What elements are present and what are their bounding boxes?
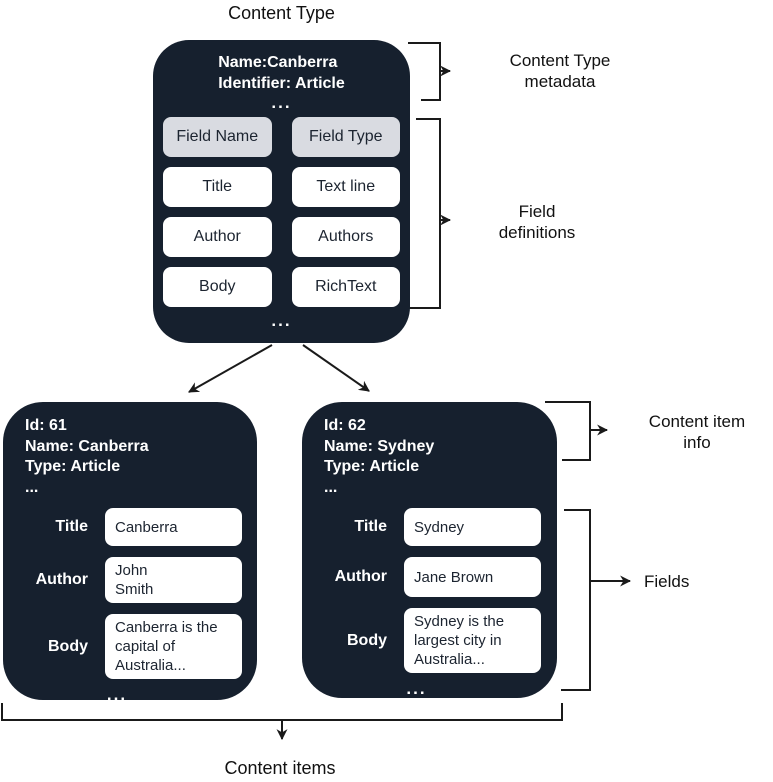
content-item-info: Id: 62 Name: Sydney Type: Article ... [324, 417, 435, 496]
field-row: Title Canberra [3, 508, 257, 546]
arrow-to-content-item-1 [188, 344, 273, 393]
field-value: Sydney is the largest city in Australia.… [404, 608, 541, 673]
content-item-box-1: Id: 61 Name: Canberra Type: Article ... … [3, 402, 257, 704]
content-type-metadata: Name:Canberra Identifier: Article [218, 54, 345, 92]
content-type-box: Name:Canberra Identifier: Article ... Fi… [153, 40, 410, 343]
field-row: Body Sydney is the largest city in Austr… [302, 608, 557, 673]
field-row: Title Sydney [302, 508, 557, 546]
field-label: Title [55, 518, 88, 535]
label-content-type-metadata: Content Type metadata [509, 51, 611, 91]
field-chip: Title [163, 167, 272, 207]
ellipsis: ... [271, 311, 292, 330]
field-chip: Authors [291, 217, 400, 257]
content-item-fields: Title Canberra Author John Smith Body Ca… [3, 508, 257, 679]
field-table-header-name: Field Name [163, 117, 272, 157]
bracket-content-items [1, 703, 563, 721]
field-row: Author John Smith [3, 557, 257, 603]
ellipsis: ... [271, 93, 292, 112]
label-fields: Fields [644, 572, 690, 591]
field-value: John Smith [105, 557, 242, 603]
label-field-definitions: Field definitions [498, 202, 576, 242]
field-label: Body [347, 631, 387, 649]
field-table-header-type: Field Type [291, 117, 400, 157]
ellipsis: ... [406, 679, 427, 698]
field-chip: Author [163, 217, 272, 257]
ellipsis: ... [106, 685, 128, 704]
label-content-item-info: Content item info [648, 412, 746, 452]
field-value: Canberra is the capital of Australia... [105, 614, 242, 679]
diagram-title: Content Type [228, 3, 335, 23]
field-label: Author [35, 571, 88, 588]
bracket-field-definitions [409, 118, 441, 309]
content-item-fields: Title Sydney Author Jane Brown Body Sydn… [302, 508, 557, 673]
field-value: Jane Brown [404, 557, 541, 597]
bracket-fields [561, 509, 591, 691]
field-chip: Text line [291, 167, 400, 207]
field-value: Sydney [404, 508, 541, 546]
field-value: Canberra [105, 508, 242, 546]
field-definitions-table: Field Name Field Type Title Text line Au… [153, 117, 410, 307]
field-row: Body Canberra is the capital of Australi… [3, 614, 257, 679]
field-label: Title [354, 518, 387, 535]
arrow-to-content-item-2 [302, 344, 370, 392]
content-item-info: Id: 61 Name: Canberra Type: Article ... [25, 417, 149, 496]
field-row: Author Jane Brown [302, 557, 557, 597]
field-label: Body [48, 637, 88, 655]
field-chip: Body [163, 267, 272, 307]
field-label: Author [334, 568, 387, 585]
field-chip: RichText [291, 267, 400, 307]
label-content-items: Content items [224, 758, 336, 778]
bracket-content-type-metadata [408, 42, 441, 101]
content-item-box-2: Id: 62 Name: Sydney Type: Article ... Ti… [302, 402, 557, 698]
